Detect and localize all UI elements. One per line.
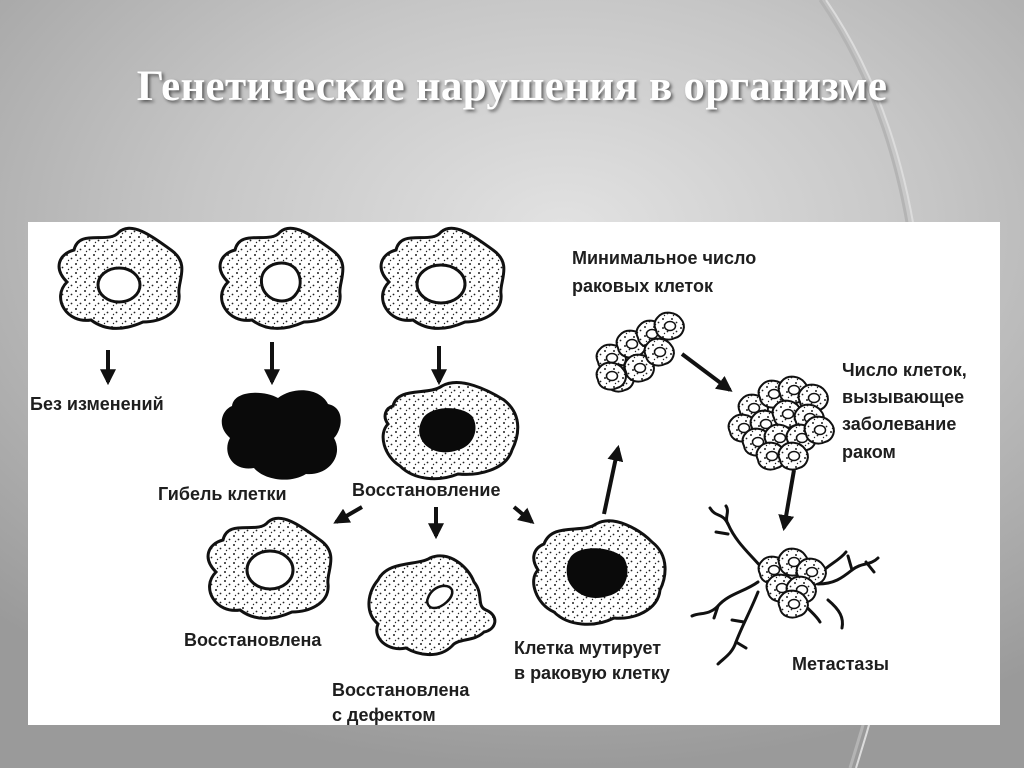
- cell-normal-1: [57, 226, 184, 330]
- cell-restored-defect: [367, 554, 497, 656]
- label-restored-defect-line1: Восстановлена: [332, 680, 470, 700]
- label-metastases: Метастазы: [792, 654, 889, 674]
- label-restored-defect-line2: с дефектом: [332, 705, 436, 725]
- cell-normal-2: [218, 226, 345, 330]
- cell-repairing: [381, 381, 520, 481]
- cancer-cluster-disease: [727, 375, 835, 471]
- label-no-change: Без изменений: [30, 394, 164, 414]
- arrow-up-to-min-cancer: [602, 444, 624, 515]
- metastases-branches: [690, 504, 880, 666]
- label-cells-count-line2: вызывающее: [842, 387, 965, 407]
- diagram-drawing: [57, 226, 880, 666]
- arrow-to-metastases: [778, 469, 796, 532]
- cell-normal-3: [379, 226, 506, 330]
- label-cells-count-line1: Число клеток,: [842, 360, 967, 380]
- label-mutates-line2: в раковую клетку: [514, 663, 670, 683]
- arrow-to-restored: [333, 505, 363, 524]
- label-cell-death: Гибель клетки: [158, 484, 287, 504]
- slide-title: Генетические нарушения в организме: [136, 63, 888, 110]
- cancer-cluster-min: [595, 311, 685, 393]
- arrow-to-mutation: [512, 505, 535, 525]
- label-cells-count-line3: заболевание: [842, 414, 957, 434]
- cell-mutating: [532, 519, 667, 626]
- label-mutates-line1: Клетка мутирует: [514, 638, 662, 658]
- dead-cell: [221, 390, 341, 480]
- label-min-cancer-line2: раковых клеток: [572, 276, 714, 296]
- cancer-cluster-metastases: [757, 547, 827, 619]
- label-min-cancer-line1: Минимальное число: [572, 248, 757, 268]
- label-cells-count-line4: раком: [842, 442, 896, 462]
- cell-restored: [206, 516, 333, 620]
- arrow-to-disease-cluster: [680, 352, 733, 392]
- label-restored: Восстановлена: [184, 630, 322, 650]
- label-repair: Восстановление: [352, 480, 501, 500]
- diagram-panel: Без изменений Гибель клетки Восстановлен…: [28, 222, 1000, 725]
